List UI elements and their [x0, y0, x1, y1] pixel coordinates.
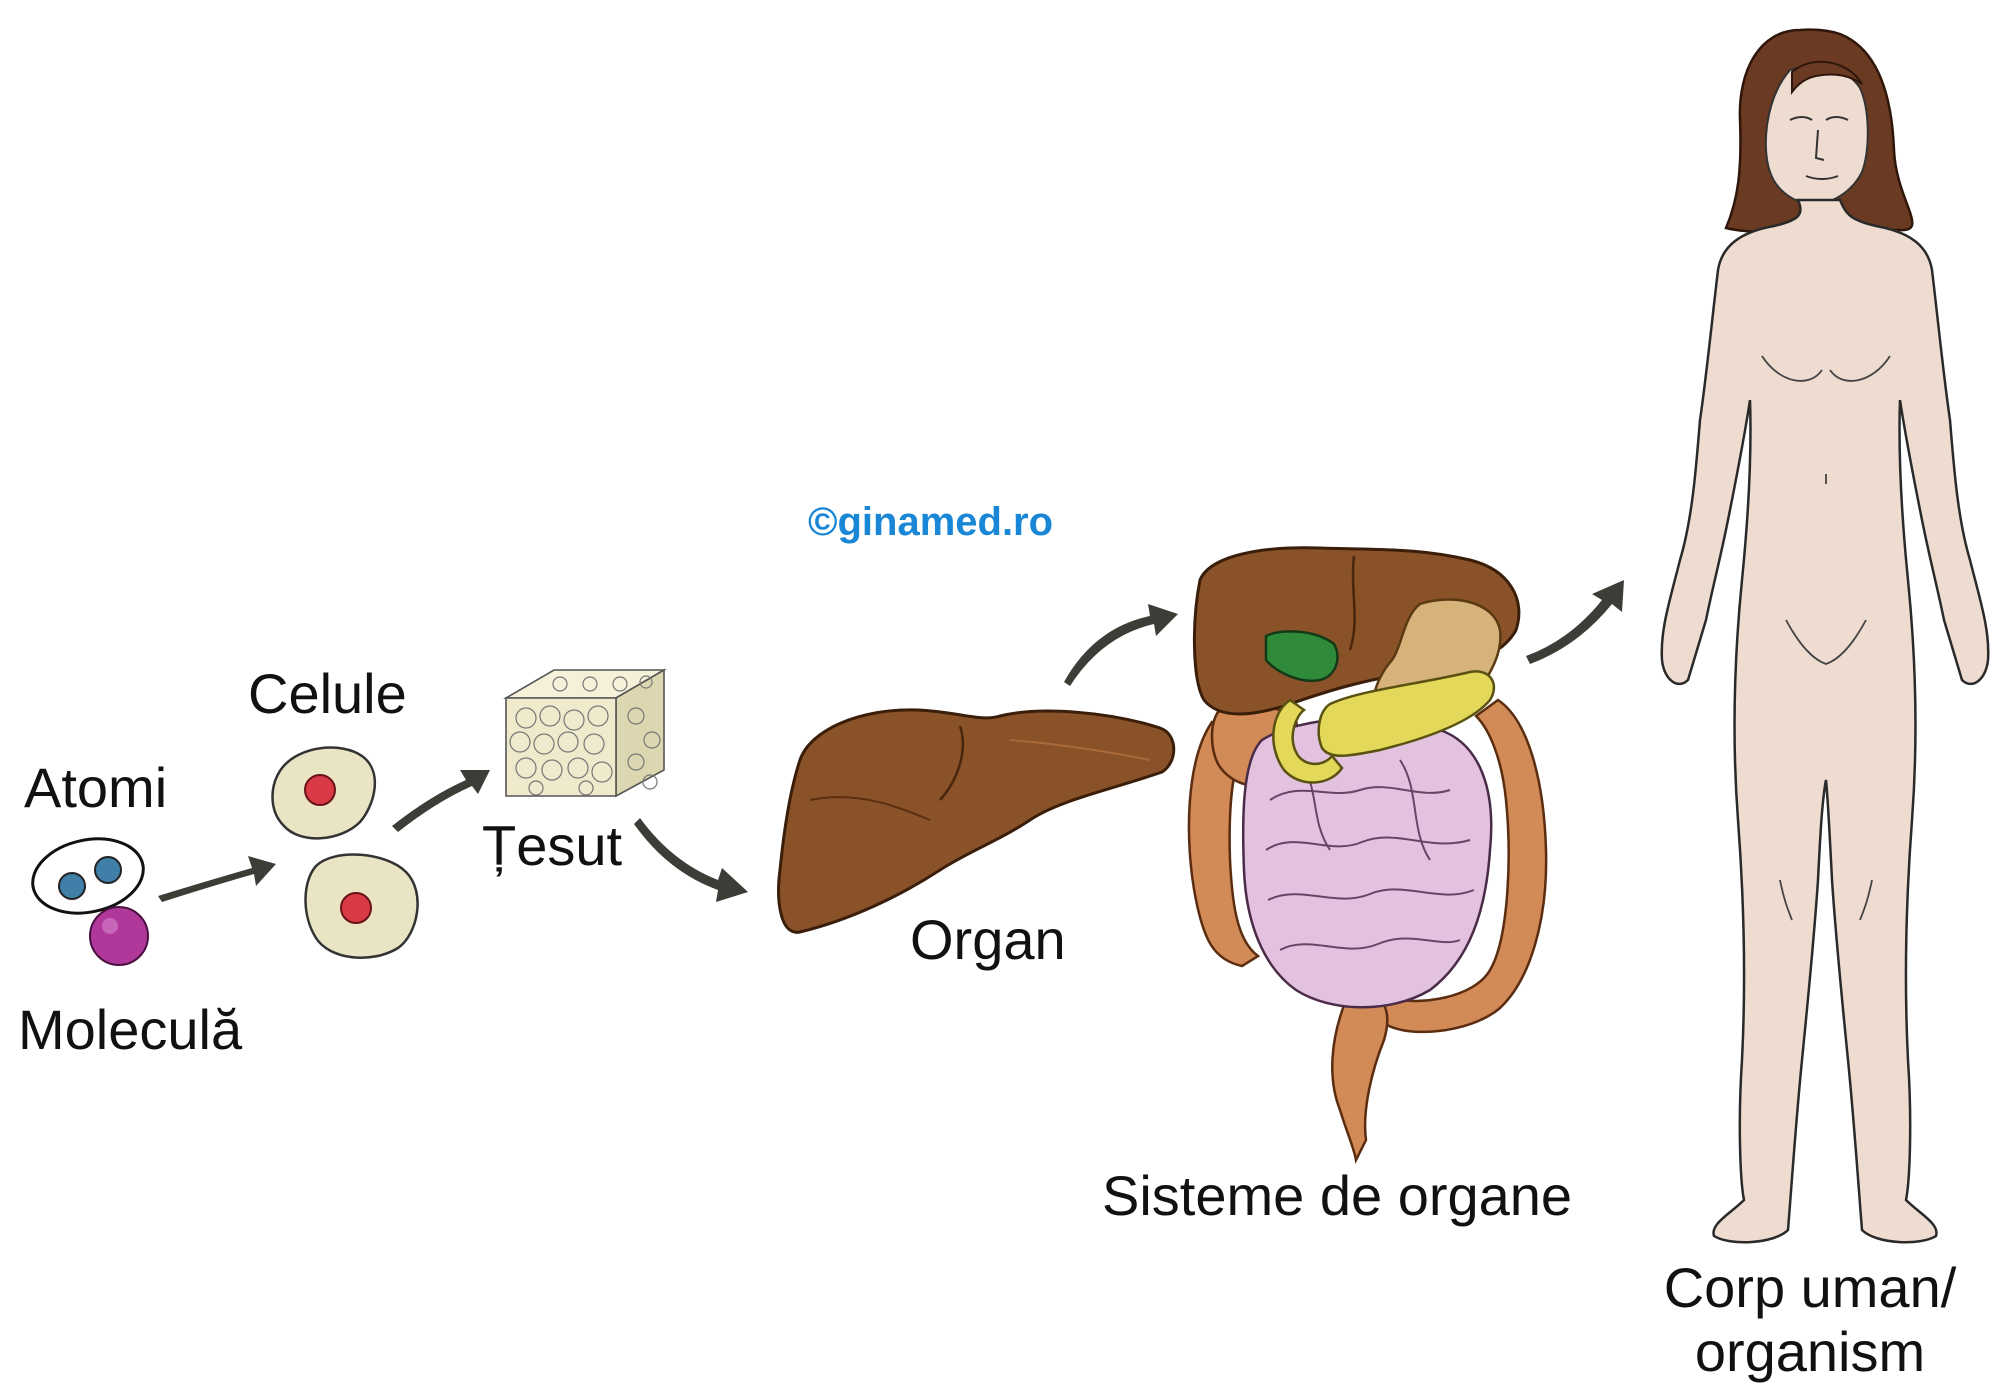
arrow-icon [634, 818, 748, 902]
arrow-icon [158, 856, 276, 902]
cell-nucleus-icon [304, 774, 336, 806]
pancreas-icon [1317, 670, 1496, 757]
atoms-group [31, 837, 145, 915]
molecule-highlight [102, 918, 118, 934]
molecule-icon [89, 906, 149, 966]
label-human-body: Corp uman/ organism [1630, 1256, 1990, 1385]
arrow-icon [392, 770, 490, 832]
label-human-body-line1: Corp uman/ [1663, 1256, 1957, 1319]
label-molecule: Moleculă [18, 998, 243, 1061]
cells-group [271, 746, 419, 959]
atom-enclosure-ellipse [31, 837, 145, 915]
molecule-group [89, 906, 149, 966]
label-tissue: Țesut [482, 814, 623, 877]
tissue-cube-icon [503, 668, 667, 798]
body-icon [1660, 198, 1990, 1244]
label-atoms: Atomi [24, 756, 168, 819]
label-organ-systems: Sisteme de organe [1102, 1164, 1573, 1227]
arrow-icon [1064, 604, 1178, 686]
label-human-body-line2: organism [1694, 1320, 1926, 1384]
atom-icon [94, 856, 122, 884]
arrow-icon [1526, 580, 1624, 664]
rectum-icon [1331, 994, 1389, 1164]
label-organ: Organ [910, 908, 1066, 971]
atom-icon [58, 872, 86, 900]
cell-nucleus-icon [340, 892, 372, 924]
digestive-system-icon [1187, 546, 1548, 1164]
arrows-group [158, 580, 1624, 902]
human-body-icon [1660, 28, 1990, 1244]
duodenum-icon [1272, 698, 1344, 784]
liver-icon [777, 708, 1176, 934]
label-cells: Celule [248, 662, 407, 725]
colon-icon [1187, 720, 1261, 968]
watermark-text: ©ginamed.ro [808, 500, 1054, 544]
gallbladder-icon [1264, 630, 1339, 683]
